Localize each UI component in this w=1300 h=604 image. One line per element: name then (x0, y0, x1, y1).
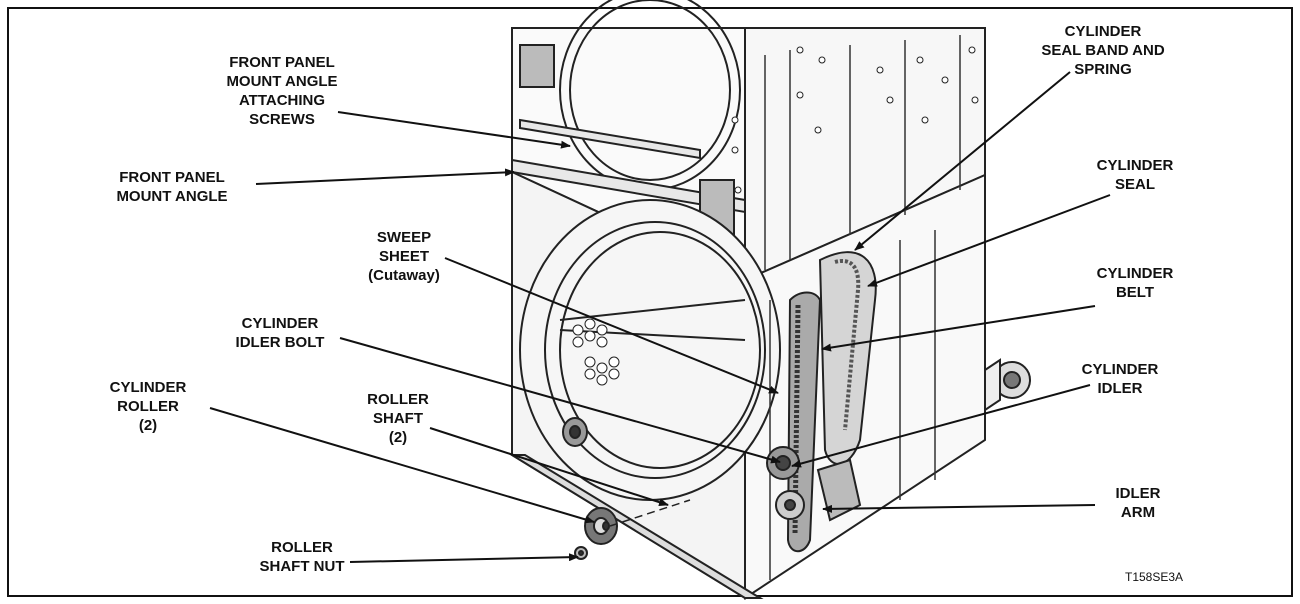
label-cylinder-roller: CYLINDER ROLLER (2) (109, 379, 187, 434)
roller-shaft-axis (609, 499, 691, 527)
side-panel-holes (731, 46, 979, 194)
label-roller-shaft-nut: ROLLER SHAFT NUT (259, 539, 345, 575)
leader-roller-shaft (429, 427, 669, 507)
leader-idler-bolt (339, 337, 781, 464)
leader-mount-angle (255, 168, 515, 185)
leader-cylinder-idler (791, 384, 1091, 468)
label-roller-shaft: ROLLER SHAFT (2) (367, 391, 429, 446)
label-cylinder-seal: CYLINDER SEAL (1096, 157, 1174, 193)
label-cylinder-idler: CYLINDER IDLER (1081, 361, 1159, 397)
mount-angle-bar (511, 44, 746, 251)
leader-seal-band-spring (854, 71, 1071, 251)
side-panel-ribs (764, 35, 961, 580)
leader-mount-angle-screws (337, 111, 571, 149)
label-sweep-sheet: SWEEP SHEET (Cutaway) (368, 229, 440, 284)
leader-cylinder-roller (209, 407, 595, 524)
label-cylinder-idler-bolt: CYLINDER IDLER BOLT (235, 315, 325, 351)
label-cylinder-belt: CYLINDER BELT (1096, 265, 1174, 301)
label-front-panel-mount-angle: FRONT PANEL MOUNT ANGLE (116, 169, 228, 205)
label-cylinder-seal-band-spring: CYLINDER SEAL BAND AND SPRING (1041, 23, 1165, 78)
drum-roller-installed (562, 417, 588, 447)
leader-sweep-sheet (444, 257, 779, 394)
label-idler-arm: IDLER ARM (1115, 485, 1161, 521)
label-front-panel-mount-angle-screws: FRONT PANEL MOUNT ANGLE ATTACHING SCREWS (226, 54, 338, 128)
leader-idler-arm (822, 504, 1096, 513)
motor-shaft (984, 358, 1031, 412)
figure-code: T158SE3A (1125, 570, 1184, 584)
drum-holes (572, 318, 620, 386)
figure-border (7, 7, 1293, 597)
leader-roller-shaft-nut (349, 553, 579, 563)
cylinder-drum (519, 199, 781, 501)
leader-cylinder-seal (867, 194, 1111, 287)
leader-cylinder-belt (821, 305, 1096, 352)
belt-assembly (786, 251, 877, 553)
leader-lines (209, 71, 1111, 563)
